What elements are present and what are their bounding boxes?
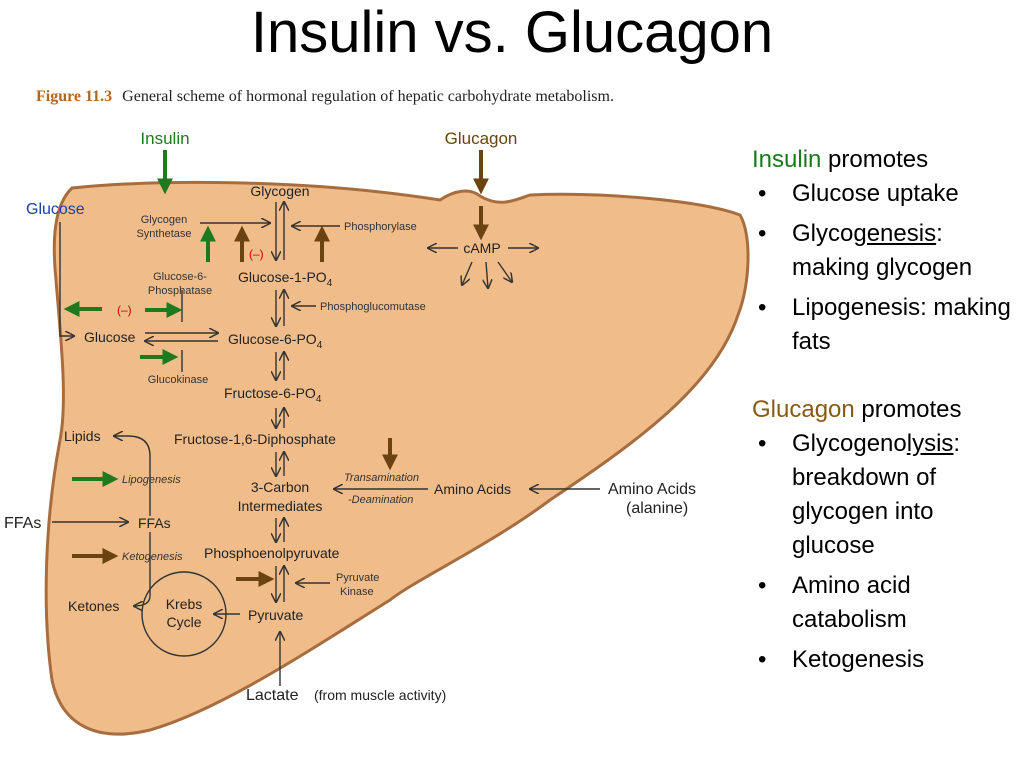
pathway-arrows [52,202,600,686]
list-item: Glucose uptake [752,177,1020,211]
fructose-6-phosphate-label: Fructose-6-PO4 [224,385,322,405]
liver-shape [44,180,750,736]
list-item: Amino acid catabolism [752,569,1020,637]
figure-label: Figure 11.3 [36,88,113,105]
camp-label: cAMP [463,240,500,256]
list-item: Lipogenesis: making fats [752,291,1020,359]
list-item: Glycogenesis: making glycogen [752,217,1020,285]
lactate-label: Lactate [246,687,299,704]
outside-glucose-label: Glucose [26,201,85,218]
lipids-label: Lipids [64,428,101,444]
fructose-1-6-diphosphate-label: Fructose-1,6-Diphosphate [174,431,336,447]
insulin-heading: Insulin promotes [752,143,1020,177]
glucose-label: Glucose [84,329,136,345]
krebs-label: Krebs [166,596,203,612]
glucokinase-label: Glucokinase [148,374,209,386]
insulin-label: Insulin [140,129,189,148]
inner-ffas-label: FFAs [138,515,171,531]
lactate-note: (from muscle activity) [314,687,446,703]
insulin-heading-verb: promotes [821,146,929,173]
intermediates-label: Intermediates [238,498,323,514]
liver-metabolism-diagram: Insulin Glucagon Glucose FFAs Amino Acid… [4,129,750,736]
glucagon-label: Glucagon [445,129,518,148]
pyruvate-label: Pyruvate [248,607,303,623]
figure-caption-text: General scheme of hormonal regulation of… [122,88,614,105]
glycogen-label: Glycogen [250,183,309,199]
inhibition-marker-glucose: (–) [117,303,132,317]
phosphorylase-label: Phosphorylase [344,221,417,233]
lipogenesis-label: Lipogenesis [122,474,181,486]
figure-caption: Figure 11.3 General scheme of hormonal re… [36,88,756,106]
three-carbon-label: 3-Carbon [251,479,309,495]
phosphoglucomutase-label: Phosphoglucomutase [320,301,426,313]
insulin-effects-list: Glucose uptake Glycogenesis: making glyc… [752,177,1020,359]
outside-ffas-label: FFAs [4,515,41,532]
g6pase-label-1: Glucose-6- [153,271,207,283]
glucose-1-phosphate-label: Glucose-1-PO4 [238,269,333,289]
glucagon-heading-verb: promotes [854,396,962,423]
hormone-effects-panel: Insulin promotes Glucose uptake Glycogen… [752,143,1020,683]
pyruvate-kinase-label-1: Pyruvate [336,572,379,584]
glycogen-synthetase-label-2: Synthetase [136,228,191,240]
g6pase-label-2: Phosphatase [148,285,212,297]
glucagon-heading: Glucagon promotes [752,393,1020,427]
amino-acids-label: Amino Acids [434,481,511,497]
slide-title: Insulin vs. Glucagon [250,0,774,65]
glycogen-synthetase-label-1: Glycogen [141,214,187,226]
glucagon-heading-hormone: Glucagon [752,396,855,423]
list-item: Ketogenesis [752,643,1020,677]
glucose-6-phosphate-label: Glucose-6-PO4 [228,331,323,351]
inhibition-marker-glycogen: (–) [249,247,264,261]
ketones-label: Ketones [68,598,119,614]
phosphoenolpyruvate-label: Phosphoenolpyruvate [204,545,340,561]
glucagon-effects-list: Glycogenolysis: breakdown of glycogen in… [752,427,1020,677]
insulin-arrows [63,150,216,487]
deamination-label: -Deamination [348,494,413,506]
ketogenesis-label: Ketogenesis [122,551,183,563]
cycle-label: Cycle [166,614,201,630]
glucagon-arrows [72,150,489,587]
list-item: Glycogenolysis: breakdown of glycogen in… [752,427,1020,563]
outside-amino-acids-label: Amino Acids [608,481,696,498]
alanine-label: (alanine) [626,500,688,517]
pyruvate-kinase-label-2: Kinase [340,586,374,598]
insulin-heading-hormone: Insulin [752,146,822,173]
transamination-label: Transamination [344,472,419,484]
